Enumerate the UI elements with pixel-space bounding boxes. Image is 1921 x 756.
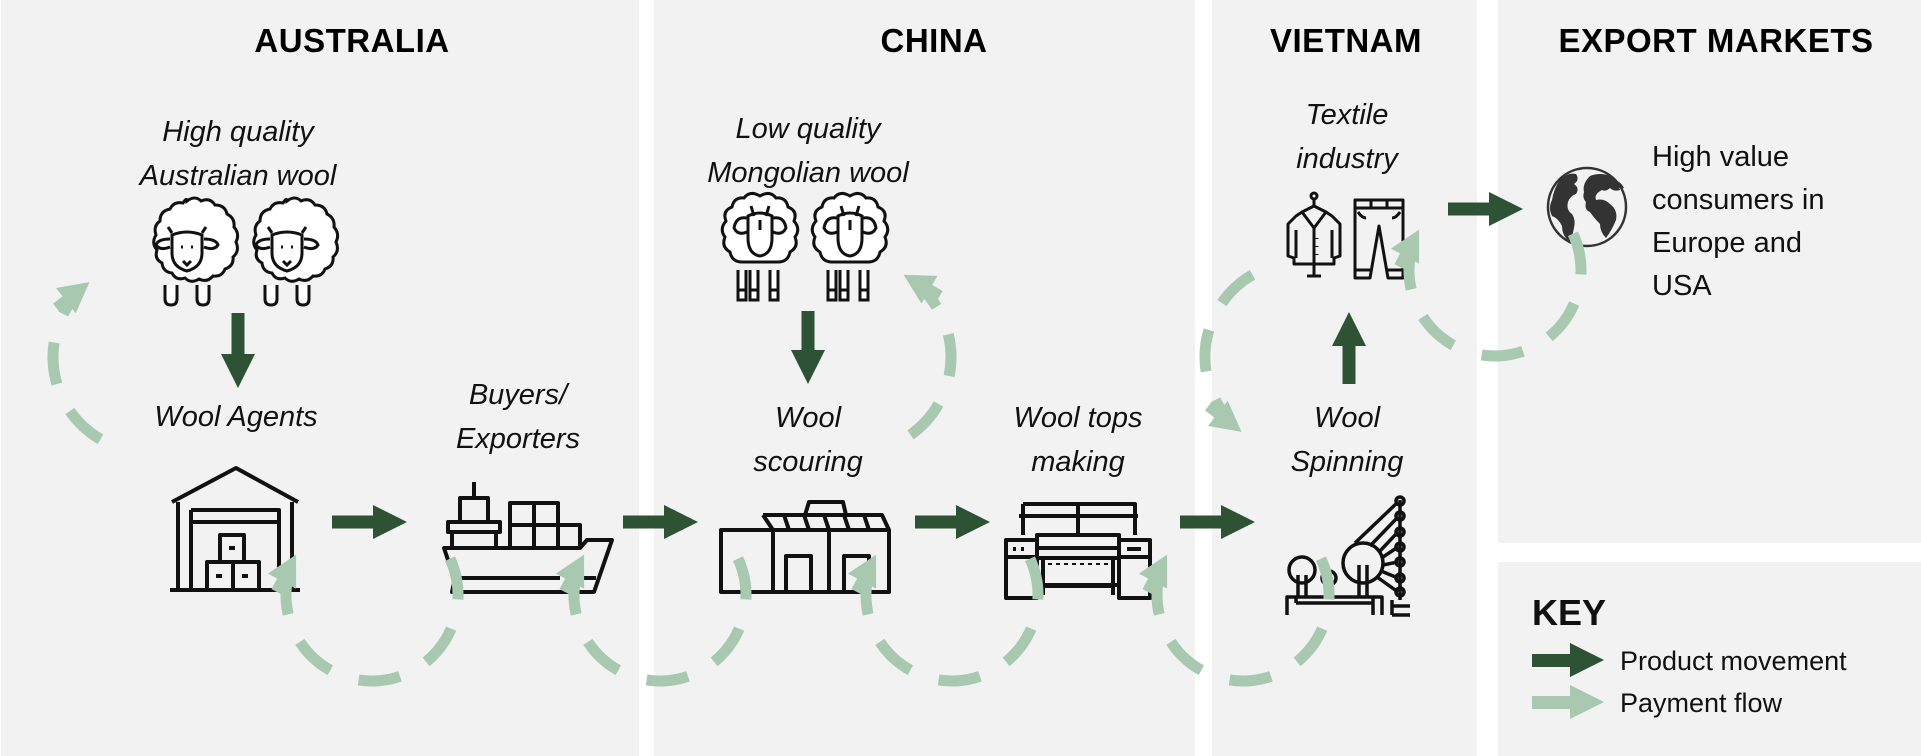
globe-icon (1546, 166, 1628, 248)
node-label-consumers: High value consumers in Europe and USA (1652, 136, 1824, 308)
label-line: making (1031, 446, 1125, 478)
key-title: KEY (1532, 592, 1607, 633)
label-line: Spinning (1290, 446, 1404, 478)
spinning-machine-icon (1285, 495, 1410, 617)
key-label-product-movement: Product movement (1620, 646, 1847, 676)
region-title-vietnam: VIETNAM (1270, 22, 1422, 59)
product-arrow-buyers-to-scouring (623, 505, 698, 539)
label-line: industry (1296, 143, 1398, 175)
product-arrow-wool_agents-to-buyers (332, 505, 407, 539)
payment-arc-wool_agents-to-aus_wool (47, 295, 104, 445)
payment-arrowhead (1390, 229, 1420, 270)
label-line: High value (1652, 141, 1790, 173)
product-movement-arrows (221, 192, 1523, 539)
payment-arrowhead (1138, 554, 1168, 595)
node-label-australian-wool: High quality Australian wool (140, 110, 337, 198)
region-panel-china (654, 0, 1195, 756)
key-payment-arrow-icon (1532, 685, 1604, 719)
payment-arrowhead (1205, 400, 1242, 432)
label-line: Australian wool (139, 160, 337, 192)
product-arrow-mongolian_wool-to-scouring (791, 311, 825, 384)
node-label-wool-spinning: Wool Spinning (1291, 396, 1404, 484)
label-line: Low quality (735, 113, 881, 145)
region-panel-australia (1, 0, 639, 756)
payment-arc-spinning-to-tops (1151, 556, 1335, 687)
payment-arrowhead (267, 554, 297, 595)
label-line: Wool (1313, 402, 1381, 434)
label-line: consumers in (1652, 184, 1825, 216)
node-label-wool-tops-making: Wool tops making (1014, 396, 1143, 484)
payment-arrowhead (847, 554, 877, 595)
product-arrow-spinning-to-textile (1332, 312, 1366, 384)
node-label-textile-industry: Textile industry (1296, 93, 1398, 181)
clothing-icon (1286, 191, 1405, 280)
payment-arc-buyers-to-wool_agents (280, 556, 464, 687)
label-line: USA (1652, 270, 1712, 302)
region-panel-export-markets (1498, 0, 1921, 543)
product-arrow-textile-to-consumers (1448, 192, 1523, 226)
label-line: Textile (1305, 99, 1389, 131)
payment-arrowhead (53, 282, 90, 314)
label-line: Exporters (455, 423, 581, 455)
region-title-china: CHINA (880, 22, 988, 59)
label-line: Europe and (1652, 227, 1802, 259)
payment-flow-arrows (47, 231, 1587, 687)
payment-arc-tops-to-scouring (860, 556, 1044, 687)
region-title-australia: AUSTRALIA (254, 22, 450, 59)
payment-flow-arrowheads (53, 229, 1420, 595)
warehouse-icon (170, 466, 300, 592)
product-arrow-scouring-to-tops (915, 505, 990, 539)
label-line: Wool Agents (154, 401, 318, 433)
product-arrow-aus_wool-to-wool_agents (221, 313, 255, 388)
label-line: High quality (162, 116, 314, 148)
key-product-arrow-icon (1532, 643, 1604, 677)
payment-arc-scouring-to-mongolian_wool (907, 284, 957, 440)
payment-arrowhead (903, 274, 943, 304)
label-line: scouring (753, 446, 863, 478)
label-line: Buyers/ (468, 379, 568, 411)
label-line: Mongolian wool (707, 157, 909, 189)
node-label-wool-agents: Wool Agents (154, 395, 317, 439)
payment-arc-textile-to-spinning (1199, 269, 1256, 419)
payment-arc-consumers-to-textile (1403, 231, 1587, 362)
product-arrow-tops-to-spinning (1180, 505, 1255, 539)
label-line: Wool tops (1013, 402, 1143, 434)
label-line: Wool (774, 402, 842, 434)
node-label-buyers-exporters: Buyers/ Exporters (456, 373, 580, 461)
node-label-wool-scouring: Wool scouring (753, 396, 863, 484)
region-title-export-markets: EXPORT MARKETS (1558, 22, 1874, 59)
payment-arrowhead (555, 554, 585, 595)
key-label-payment-flow: Payment flow (1620, 688, 1783, 718)
node-label-mongolian-wool: Low quality Mongolian wool (707, 107, 909, 195)
factory-icon (719, 500, 891, 594)
payment-arc-scouring-to-buyers (568, 556, 752, 687)
